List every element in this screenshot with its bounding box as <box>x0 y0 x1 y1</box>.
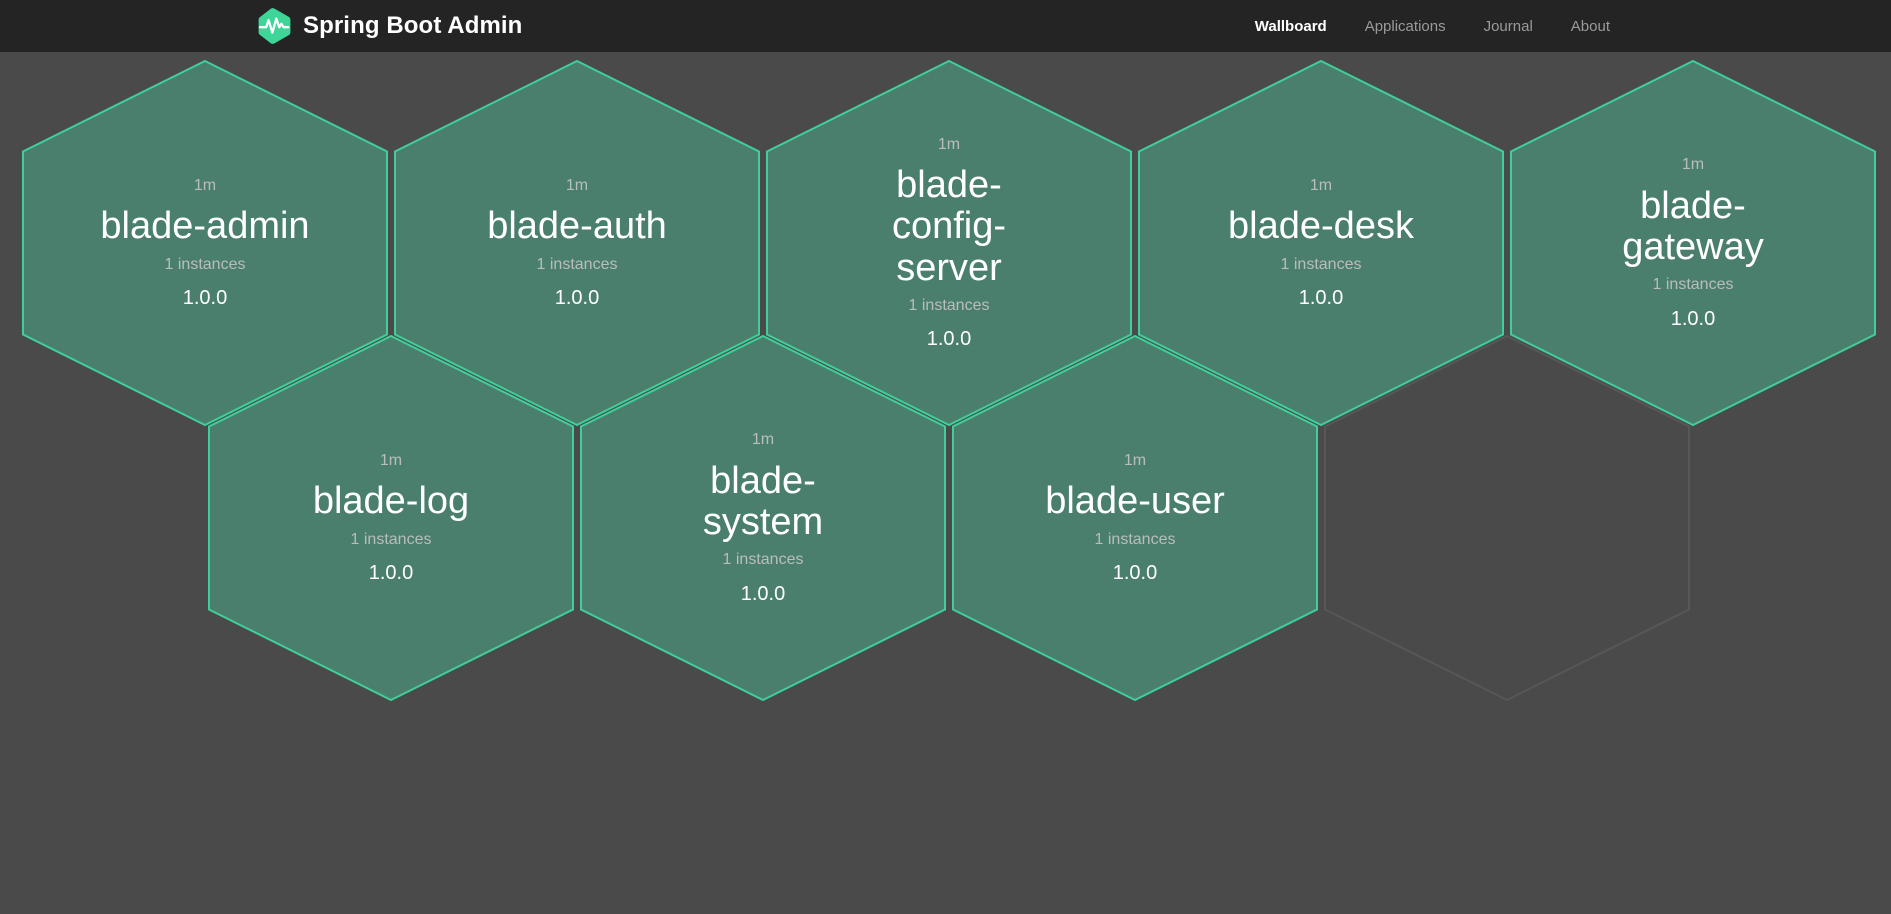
application-hexagon[interactable]: 1m blade-admin 1 instances 1.0.0 <box>22 60 388 426</box>
application-hexagon[interactable]: 1m blade-config-server 1 instances 1.0.0 <box>766 60 1132 426</box>
application-instances: 1 instances <box>1652 276 1734 294</box>
nav-item-about[interactable]: About <box>1570 17 1610 35</box>
application-uptime: 1m <box>193 176 217 194</box>
application-uptime: 1m <box>1681 156 1705 174</box>
application-version: 1.0.0 <box>554 287 600 310</box>
application-name: blade-system <box>702 459 824 543</box>
application-version: 1.0.0 <box>1298 287 1344 310</box>
application-hexagon-content: 1m blade-gateway 1 instances 1.0.0 <box>1510 60 1876 426</box>
heartbeat-hexagon-logo-icon <box>255 7 293 45</box>
application-instances: 1 instances <box>1280 255 1362 273</box>
nav-item-journal[interactable]: Journal <box>1483 17 1533 35</box>
application-hexagon[interactable]: 1m blade-desk 1 instances 1.0.0 <box>1138 60 1504 426</box>
application-instances: 1 instances <box>164 255 246 273</box>
application-name: blade-auth <box>487 205 667 248</box>
brand-title: Spring Boot Admin <box>303 12 523 39</box>
application-version: 1.0.0 <box>182 287 228 310</box>
application-hexagon[interactable]: 1m blade-auth 1 instances 1.0.0 <box>394 60 760 426</box>
primary-nav: Wallboard Applications Journal About <box>1255 18 1610 35</box>
application-uptime: 1m <box>751 431 775 449</box>
application-hexagon-content: 1m blade-user 1 instances 1.0.0 <box>952 335 1318 701</box>
application-hexagon-content: 1m blade-log 1 instances 1.0.0 <box>208 335 574 701</box>
application-version: 1.0.0 <box>1670 307 1716 330</box>
application-name: blade-log <box>312 480 470 523</box>
empty-placeholder-hexagon <box>1324 335 1690 701</box>
application-uptime: 1m <box>1309 176 1333 194</box>
application-name: blade-gateway <box>1622 184 1764 268</box>
hexagon-grid: 1m blade-admin 1 instances 1.0.0 1m blade-aut… <box>0 52 1891 914</box>
application-version: 1.0.0 <box>368 562 414 585</box>
application-instances: 1 instances <box>722 551 804 569</box>
application-name: blade-admin <box>100 205 310 248</box>
application-hexagon-content: 1m blade-system 1 instances 1.0.0 <box>580 335 946 701</box>
brand-link[interactable]: Spring Boot Admin <box>255 7 522 45</box>
application-hexagon[interactable]: 1m blade-user 1 instances 1.0.0 <box>952 335 1318 701</box>
application-hexagon[interactable]: 1m blade-system 1 instances 1.0.0 <box>580 335 946 701</box>
top-navbar: Spring Boot Admin Wallboard Applications… <box>0 0 1891 52</box>
application-instances: 1 instances <box>908 296 990 314</box>
application-hexagon-content: 1m blade-config-server 1 instances 1.0.0 <box>766 60 1132 426</box>
application-hexagon[interactable]: 1m blade-log 1 instances 1.0.0 <box>208 335 574 701</box>
application-uptime: 1m <box>565 176 589 194</box>
application-hexagon-content: 1m blade-auth 1 instances 1.0.0 <box>394 60 760 426</box>
application-version: 1.0.0 <box>926 328 972 351</box>
application-name: blade-desk <box>1228 205 1414 248</box>
application-uptime: 1m <box>379 451 403 469</box>
application-name: blade-config-server <box>891 164 1007 289</box>
nav-item-applications[interactable]: Applications <box>1364 17 1446 35</box>
application-hexagon-content: 1m blade-desk 1 instances 1.0.0 <box>1138 60 1504 426</box>
application-instances: 1 instances <box>536 255 618 273</box>
application-version: 1.0.0 <box>1112 562 1158 585</box>
application-name: blade-user <box>1045 480 1225 523</box>
application-version: 1.0.0 <box>740 582 786 605</box>
application-hexagon-content: 1m blade-admin 1 instances 1.0.0 <box>22 60 388 426</box>
nav-item-wallboard[interactable]: Wallboard <box>1254 17 1327 35</box>
application-instances: 1 instances <box>1094 530 1176 548</box>
application-hexagon[interactable]: 1m blade-gateway 1 instances 1.0.0 <box>1510 60 1876 426</box>
application-instances: 1 instances <box>350 530 432 548</box>
application-uptime: 1m <box>937 135 961 153</box>
wallboard-panel: 1m blade-admin 1 instances 1.0.0 1m blade-aut… <box>0 52 1891 914</box>
application-uptime: 1m <box>1123 451 1147 469</box>
